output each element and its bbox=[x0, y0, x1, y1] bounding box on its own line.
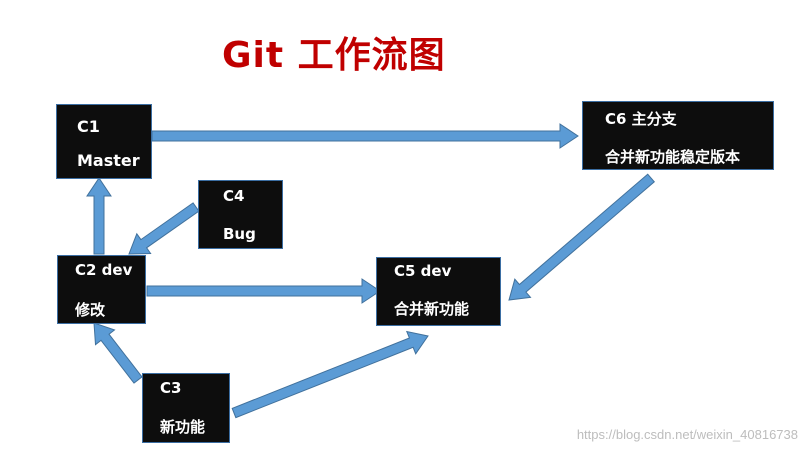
node-c2-label: C2 dev bbox=[75, 261, 133, 279]
arrow-c2-to-c5 bbox=[146, 278, 381, 304]
node-c2-sublabel: 修改 bbox=[75, 301, 106, 319]
node-c6-sublabel: 合并新功能稳定版本 bbox=[605, 148, 741, 166]
arrow-c4-to-c2 bbox=[128, 202, 200, 255]
arrow-c1-to-c6 bbox=[151, 123, 579, 149]
node-c3-sublabel: 新功能 bbox=[160, 418, 206, 436]
node-c4-sublabel: Bug bbox=[223, 225, 256, 243]
node-c3: C3 新功能 bbox=[142, 373, 230, 443]
node-c2: C2 dev 修改 bbox=[57, 255, 146, 324]
node-c5: C5 dev 合并新功能 bbox=[376, 257, 501, 326]
node-c1: C1 Master bbox=[56, 104, 152, 179]
node-c4: C4 Bug bbox=[198, 180, 283, 249]
node-c1-label: C1 bbox=[77, 117, 100, 136]
node-c6-label: C6 主分支 bbox=[605, 110, 677, 128]
node-c6: C6 主分支 合并新功能稳定版本 bbox=[582, 101, 774, 170]
watermark-text: https://blog.csdn.net/weixin_40816738 bbox=[576, 427, 798, 442]
arrow-c2-to-c1 bbox=[86, 177, 112, 255]
diagram-title: Git 工作流图 bbox=[222, 35, 446, 76]
arrow-c3-to-c5 bbox=[231, 330, 429, 419]
node-c5-label: C5 dev bbox=[394, 262, 452, 280]
node-c4-label: C4 bbox=[223, 187, 245, 205]
arrow-c3-to-c2 bbox=[93, 322, 143, 384]
arrow-c6-to-c5 bbox=[508, 173, 656, 301]
node-c1-sublabel: Master bbox=[77, 151, 140, 170]
node-c5-sublabel: 合并新功能 bbox=[394, 300, 470, 318]
node-c3-label: C3 bbox=[160, 379, 182, 397]
